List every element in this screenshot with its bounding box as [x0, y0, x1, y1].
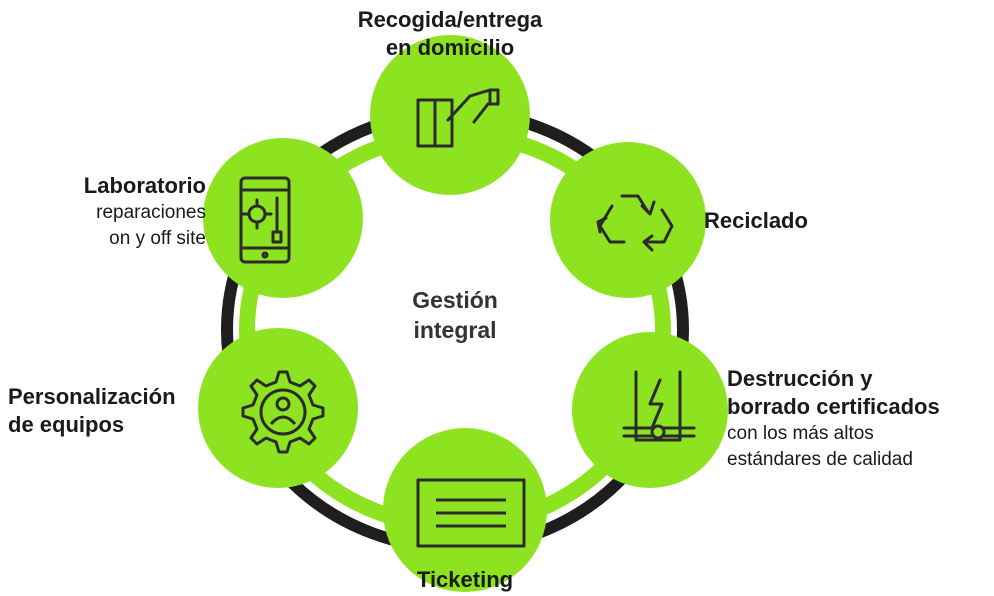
destruccion-title-line2: borrado certificados — [727, 394, 940, 419]
laboratorio-desc-line1: reparaciones — [96, 202, 206, 223]
label-ticketing: Ticketing — [380, 566, 550, 594]
node-recogida — [370, 35, 530, 195]
reciclado-title: Reciclado — [704, 208, 808, 233]
shredder-phone-icon — [622, 370, 696, 442]
label-personalizacion: Personalización de equipos — [8, 383, 176, 439]
laboratorio-desc-line2: on y off site — [109, 228, 206, 249]
node-reciclado — [550, 142, 706, 298]
recycle-icon — [596, 194, 674, 252]
center-title-line2: integral — [413, 317, 497, 343]
personalizacion-title-line1: Personalización — [8, 384, 176, 409]
node-laboratorio — [203, 138, 363, 298]
personalizacion-title-line2: de equipos — [8, 412, 125, 437]
phone-tools-icon — [239, 176, 291, 264]
ticket-icon — [416, 478, 526, 548]
recogida-title-line2: en domicilio — [385, 35, 515, 60]
label-reciclado: Reciclado — [704, 207, 808, 235]
laboratorio-title: Laboratorio — [83, 173, 206, 198]
center-title: Gestión integral — [380, 285, 530, 345]
hand-box-icon — [416, 88, 500, 148]
center-title-line1: Gestión — [412, 287, 498, 313]
gear-user-icon — [241, 370, 325, 454]
ticketing-title: Ticketing — [416, 567, 514, 592]
label-recogida: Recogida/entrega en domicilio — [330, 6, 570, 62]
label-laboratorio: Laboratorio reparaciones on y off site — [20, 172, 206, 252]
node-ticketing — [383, 428, 547, 592]
destruccion-desc-line1: con los más altos — [727, 423, 874, 444]
recogida-title-line1: Recogida/entrega — [357, 7, 543, 32]
label-destruccion: Destrucción y borrado certificados con l… — [727, 365, 940, 473]
node-destruccion — [572, 332, 728, 488]
destruccion-desc-line2: estándares de calidad — [727, 449, 913, 470]
destruccion-title-line1: Destrucción y — [727, 366, 873, 391]
